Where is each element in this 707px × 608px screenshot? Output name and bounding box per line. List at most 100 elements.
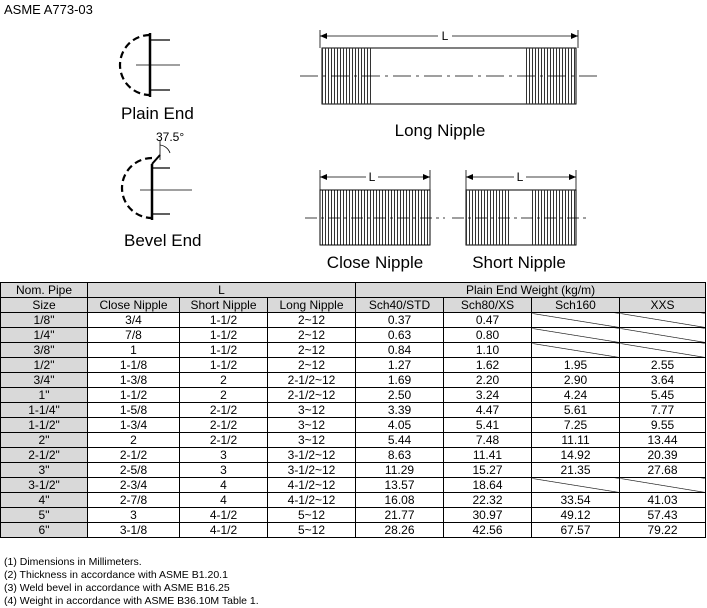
short-nipple-label: Short Nipple: [472, 253, 566, 272]
table-cell: 2.50: [355, 387, 444, 403]
table-cell: 7/8: [87, 327, 180, 343]
table-cell: 2-1/2: [179, 402, 268, 418]
table-cell: 0.63: [355, 327, 444, 343]
pipe-size-cell: 1": [0, 387, 88, 403]
header-xxs: XXS: [618, 297, 707, 313]
table-cell: 1: [87, 342, 180, 358]
table-cell: 1-1/2: [179, 357, 268, 373]
table-cell: 0.47: [443, 312, 532, 328]
table-cell: [618, 477, 707, 493]
pipe-size-cell: 1-1/4": [0, 402, 88, 418]
table-cell: 4-1/2~12: [267, 477, 356, 493]
table-cell: 2~12: [267, 312, 356, 328]
plain-end-label: Plain End: [121, 104, 194, 123]
table-cell: 1.69: [355, 372, 444, 388]
table-cell: 4-1/2: [179, 522, 268, 538]
table-cell: 79.22: [618, 522, 707, 538]
header-nom-pipe: Nom. Pipe: [0, 282, 88, 298]
table-cell: 5.45: [618, 387, 707, 403]
table-cell: 11.41: [443, 447, 532, 463]
pipe-size-cell: 5": [0, 507, 88, 523]
table-cell: 2~12: [267, 357, 356, 373]
table-cell: 2-7/8: [87, 492, 180, 508]
table-cell: 22.32: [443, 492, 532, 508]
long-nipple-diagram: [300, 30, 600, 105]
close-nipple-diagram: [305, 170, 445, 246]
table-cell: 4: [179, 492, 268, 508]
pipe-size-cell: 1/4": [0, 327, 88, 343]
table-cell: 3: [87, 507, 180, 523]
table-cell: 8.63: [355, 447, 444, 463]
table-cell: 49.12: [531, 507, 620, 523]
footnotes: (1) Dimensions in Millimeters. (2) Thick…: [4, 556, 259, 608]
short-nipple-diagram: [452, 170, 590, 246]
table-cell: 3: [179, 462, 268, 478]
document-title: ASME A773-03: [4, 2, 93, 17]
table-cell: 57.43: [618, 507, 707, 523]
table-cell: 3-1/8: [87, 522, 180, 538]
nipple-diagrams: Plain End 37.5° Bevel End L Long Nipple: [118, 29, 600, 272]
table-cell: 3~12: [267, 402, 356, 418]
plain-end-diagram: [118, 33, 180, 97]
table-cell: 2~12: [267, 342, 356, 358]
table-cell: 3: [179, 447, 268, 463]
table-cell: 67.57: [531, 522, 620, 538]
table-cell: 13.57: [355, 477, 444, 493]
pipe-size-cell: 1/8": [0, 312, 88, 328]
table-cell: 2-1/2: [179, 417, 268, 433]
table-cell: 11.11: [531, 432, 620, 448]
table-cell: 3~12: [267, 432, 356, 448]
table-cell: 20.39: [618, 447, 707, 463]
table-cell: 2-1/2: [87, 447, 180, 463]
table-cell: 1-1/2: [87, 387, 180, 403]
table-cell: 21.35: [531, 462, 620, 478]
table-cell: 4-1/2: [179, 507, 268, 523]
table-cell: 3~12: [267, 417, 356, 433]
pipe-size-cell: 6": [0, 522, 88, 538]
table-cell: [531, 312, 620, 328]
table-cell: 2.90: [531, 372, 620, 388]
table-cell: 5~12: [267, 522, 356, 538]
table-cell: 2-1/2~12: [267, 372, 356, 388]
table-cell: 4: [179, 477, 268, 493]
header-sch80: Sch80/XS: [443, 297, 532, 313]
header-length: L: [87, 282, 356, 298]
close-nipple-length-symbol: L: [369, 170, 376, 184]
table-cell: 4-1/2~12: [267, 492, 356, 508]
table-cell: 0.37: [355, 312, 444, 328]
header-size: Size: [0, 297, 88, 313]
pipe-size-cell: 3/4": [0, 372, 88, 388]
table-cell: 1-1/2: [179, 312, 268, 328]
table-cell: 1.62: [443, 357, 532, 373]
table-cell: 7.25: [531, 417, 620, 433]
table-cell: 14.92: [531, 447, 620, 463]
table-cell: 3-1/2~12: [267, 447, 356, 463]
bevel-end-label: Bevel End: [124, 231, 202, 250]
table-cell: 5.41: [443, 417, 532, 433]
table-cell: 7.77: [618, 402, 707, 418]
table-cell: 2: [179, 372, 268, 388]
table-cell: 7.48: [443, 432, 532, 448]
table-cell: 1.95: [531, 357, 620, 373]
table-cell: 33.54: [531, 492, 620, 508]
pipe-size-cell: 3-1/2": [0, 477, 88, 493]
table-cell: 3/4: [87, 312, 180, 328]
table-cell: 42.56: [443, 522, 532, 538]
pipe-size-cell: 1-1/2": [0, 417, 88, 433]
table-cell: 1-1/2: [179, 342, 268, 358]
table-cell: 2~12: [267, 327, 356, 343]
header-sch160: Sch160: [531, 297, 620, 313]
pipe-size-cell: 2-1/2": [0, 447, 88, 463]
pipe-size-cell: 3": [0, 462, 88, 478]
